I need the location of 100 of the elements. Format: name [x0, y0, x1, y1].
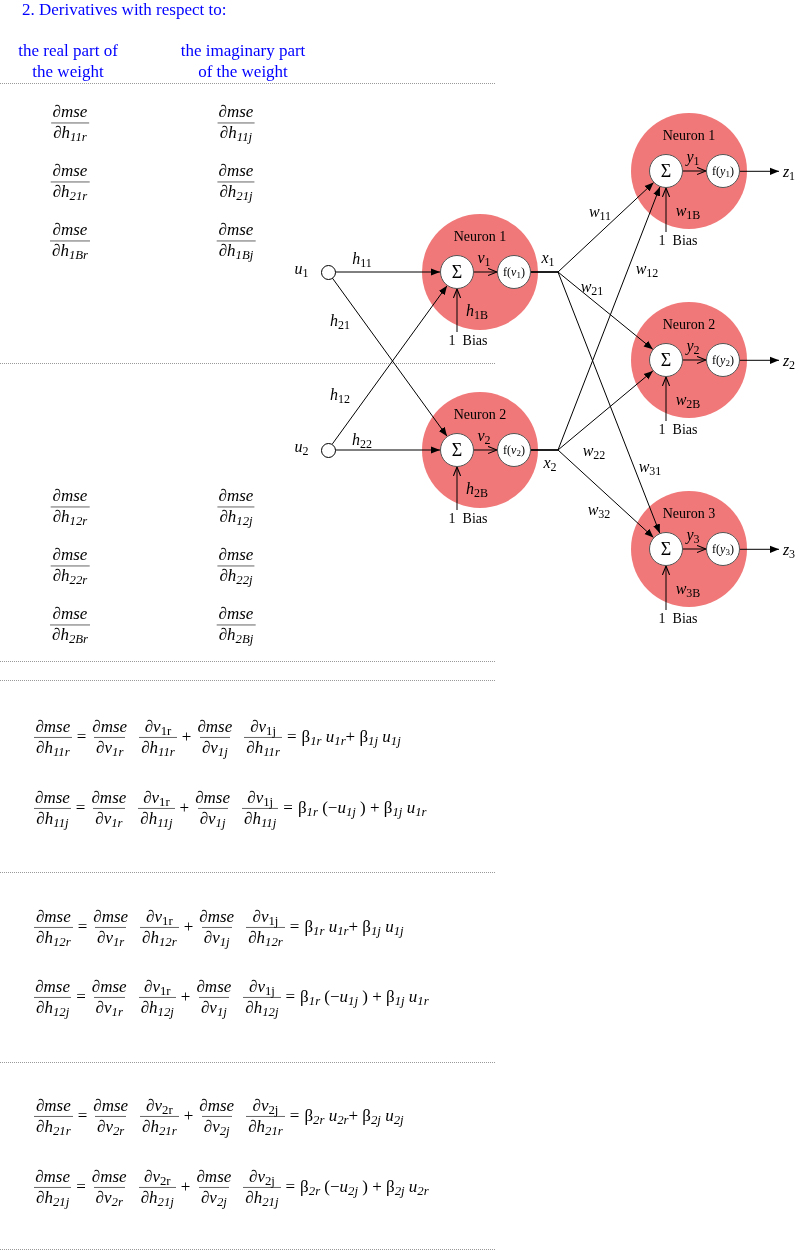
- denominator: ∂h$_{1Br}$: [50, 240, 90, 261]
- equals-sign: =: [76, 986, 86, 1009]
- numerator: ∂v$_{1r}$: [142, 787, 171, 808]
- numerator: ∂mse: [217, 604, 255, 624]
- bias-label: 1: [658, 234, 666, 248]
- summation-node: Σ: [440, 255, 474, 289]
- denominator: ∂v$_{2r}$: [95, 1115, 127, 1137]
- denominator: ∂h$_{21r}$: [50, 181, 90, 202]
- equals-sign: =: [283, 797, 293, 820]
- arrow: [335, 446, 441, 454]
- denominator: ∂h$_{11r}$: [139, 736, 177, 758]
- numerator: ∂mse: [91, 716, 129, 737]
- edge-label: y$_{3}$: [686, 527, 700, 543]
- denominator: ∂h$_{21j}$: [138, 1186, 176, 1208]
- numerator: ∂v$_{1r}$: [145, 906, 174, 927]
- numerator: ∂mse: [217, 545, 255, 565]
- denominator: ∂v$_{1r}$: [94, 736, 126, 758]
- denominator: ∂v$_{1j}$: [198, 996, 229, 1018]
- output-label: z$_{3}$: [779, 539, 799, 561]
- activation-node: f(v$_{2}$): [497, 433, 531, 467]
- edge-label: h$_{22}$: [352, 432, 372, 448]
- equals-sign: =: [289, 916, 300, 939]
- numerator: ∂mse: [92, 1095, 130, 1116]
- denominator: ∂h$_{12j}$: [138, 996, 176, 1018]
- edge-label: h$_{1B}$: [466, 303, 488, 319]
- numerator: ∂mse: [51, 161, 89, 181]
- edge-label: v$_{1}$: [477, 250, 491, 266]
- summation-node: Σ: [649, 532, 683, 566]
- numerator: ∂mse: [51, 545, 89, 565]
- equals-sign: =: [76, 1176, 86, 1199]
- numerator: ∂mse: [195, 1166, 233, 1187]
- denominator: ∂h$_{21r}$: [140, 1115, 179, 1137]
- numerator: ∂mse: [51, 604, 89, 624]
- arrow: [473, 445, 498, 455]
- bias-label: 1: [658, 423, 666, 437]
- numerator: ∂v$_{2j}$: [247, 1166, 276, 1187]
- numerator: ∂v$_{1r}$: [143, 716, 173, 737]
- neuron-label: Neuron 2: [661, 318, 717, 332]
- numerator: ∂mse: [217, 102, 255, 122]
- numerator: ∂mse: [51, 102, 89, 122]
- equals-sign: =: [76, 726, 87, 749]
- denominator: ∂h$_{11j}$: [138, 807, 175, 829]
- summation-node: Σ: [440, 433, 474, 467]
- equals-sign: =: [75, 797, 86, 820]
- equation-result: β$_{1r}$ u$_{1r}$+ β$_{1j}$ u$_{1j}$: [301, 726, 401, 750]
- summation-node: Σ: [649, 343, 683, 377]
- neuron-label: Neuron 2: [452, 408, 508, 422]
- denominator: ∂v$_{1r}$: [95, 926, 127, 948]
- edge-label: h$_{12}$: [330, 387, 350, 403]
- numerator: ∂mse: [217, 161, 255, 181]
- denominator: ∂h$_{11r}$: [34, 736, 72, 758]
- numerator: ∂v$_{1j}$: [247, 976, 276, 997]
- numerator: ∂mse: [195, 976, 233, 997]
- arrow: [739, 356, 780, 364]
- edge-label: w$_{12}$: [635, 261, 659, 277]
- numerator: ∂v$_{1j}$: [246, 787, 275, 808]
- denominator: ∂h$_{22r}$: [50, 565, 90, 586]
- denominator: ∂h$_{11j}$: [217, 122, 255, 143]
- denominator: ∂h$_{12r}$: [34, 926, 73, 948]
- edge-label: w$_{3B}$: [675, 581, 701, 597]
- numerator: ∂v$_{2j}$: [251, 1095, 280, 1116]
- bias-label: Bias: [462, 512, 488, 526]
- equals-sign: =: [286, 726, 297, 749]
- denominator: ∂h$_{12j}$: [217, 506, 255, 527]
- numerator: ∂mse: [90, 1166, 128, 1187]
- plus-sign: +: [180, 986, 191, 1009]
- output-label: z$_{1}$: [779, 161, 799, 183]
- activation-node: f(v$_{1}$): [497, 255, 531, 289]
- edge-label: h$_{21}$: [330, 313, 350, 329]
- bias-label: 1: [448, 334, 456, 348]
- numerator: ∂mse: [34, 906, 72, 927]
- arrow: [739, 545, 780, 553]
- equals-sign: =: [285, 1176, 296, 1199]
- numerator: ∂mse: [198, 906, 236, 927]
- denominator: ∂v$_{2j}$: [198, 1186, 229, 1208]
- denominator: ∂v$_{1j}$: [201, 926, 232, 948]
- output-label: z$_{2}$: [779, 350, 799, 372]
- arrow: [661, 187, 671, 233]
- edge-label: h$_{11}$: [352, 251, 372, 267]
- denominator: ∂v$_{2j}$: [201, 1115, 232, 1137]
- denominator: ∂v$_{1j}$: [199, 736, 230, 758]
- equals-sign: =: [77, 1105, 88, 1128]
- denominator: ∂h$_{22j}$: [217, 565, 255, 586]
- summation-node: Σ: [649, 154, 683, 188]
- column-heading: the real part of the weight: [18, 40, 118, 82]
- numerator: ∂v$_{2r}$: [142, 1166, 172, 1187]
- column-heading: the imaginary part of the weight: [179, 40, 307, 82]
- numerator: ∂mse: [217, 486, 255, 506]
- denominator: ∂v$_{2r}$: [93, 1186, 125, 1208]
- numerator: ∂mse: [90, 976, 128, 997]
- numerator: ∂mse: [34, 1166, 72, 1187]
- denominator: ∂v$_{1j}$: [197, 807, 228, 829]
- numerator: ∂mse: [51, 486, 89, 506]
- equation-result: β$_{2r}$ (−u$_{2j}$ ) + β$_{2j}$ u$_{2r}$: [300, 1176, 429, 1200]
- title: 2. Derivatives with respect to:: [22, 0, 227, 20]
- plus-sign: +: [180, 1176, 191, 1199]
- arrow: [335, 268, 441, 276]
- plus-sign: +: [179, 797, 190, 820]
- numerator: ∂v$_{2r}$: [145, 1095, 174, 1116]
- numerator: ∂mse: [196, 716, 234, 737]
